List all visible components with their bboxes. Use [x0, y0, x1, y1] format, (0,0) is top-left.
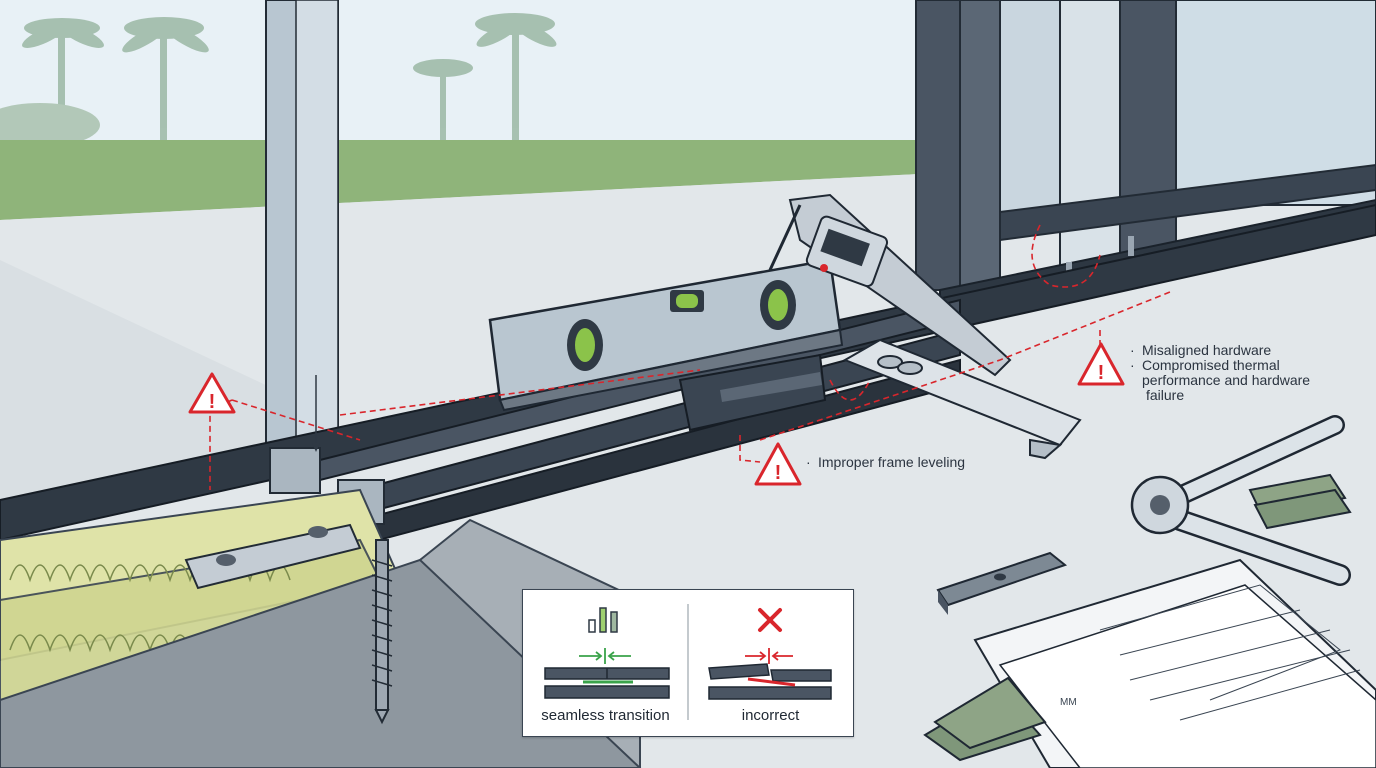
straight-edge: [842, 338, 1082, 460]
callout-item: Compromised thermal: [1142, 357, 1280, 373]
frame-post: [265, 0, 339, 471]
svg-text:!: !: [209, 391, 216, 413]
bullet: ·: [1130, 357, 1135, 373]
shims-right: [1248, 473, 1352, 530]
gap-arrows-icon: [745, 648, 793, 664]
bullet: ·: [806, 454, 811, 470]
comparison-inset: seamless transition incorrect: [522, 589, 854, 737]
bullet: ·: [1130, 342, 1135, 358]
metal-plate: [936, 551, 1068, 615]
bar-chart-icon: [588, 607, 618, 633]
inset-right-label: incorrect: [741, 707, 800, 724]
patio-floor-shade: [0, 260, 340, 520]
svg-text:!: !: [1098, 362, 1105, 384]
ratchet-wrench: [1130, 415, 1351, 586]
warning-icon: !: [1077, 342, 1125, 386]
down-arrow-head-icon: [312, 443, 320, 452]
track-joint: [678, 353, 827, 432]
spirit-level: [488, 258, 844, 412]
palm-trees: [0, 13, 557, 147]
anchor-bracket: [184, 523, 393, 725]
callout-item: Misaligned hardware: [1142, 342, 1272, 358]
callout-item: failure: [1146, 387, 1185, 403]
callout-item: Improper frame leveling: [818, 454, 966, 470]
x-mark-icon: [758, 608, 782, 632]
inset-left-label: seamless transition: [541, 707, 670, 724]
blueprint-sheets: MM: [973, 558, 1376, 768]
align-arrows-icon: [579, 648, 631, 664]
callout-item: performance and hardware: [1142, 372, 1311, 388]
svg-text:!: !: [775, 462, 782, 484]
flush-tracks-diagram: [544, 667, 670, 699]
misaligned-tracks-diagram: [708, 663, 832, 700]
digital-caliper: [768, 193, 1012, 377]
shims-bottom: [923, 676, 1047, 762]
warning-icon: !: [188, 372, 236, 414]
callout-right: · Misaligned hardware · Compromised therma…: [1130, 343, 1310, 403]
comparison-inset-drawing: [544, 604, 832, 720]
warning-icon: !: [754, 442, 802, 486]
drawing-label: MM: [1060, 697, 1077, 708]
callout-center: · Improper frame leveling: [806, 455, 965, 470]
